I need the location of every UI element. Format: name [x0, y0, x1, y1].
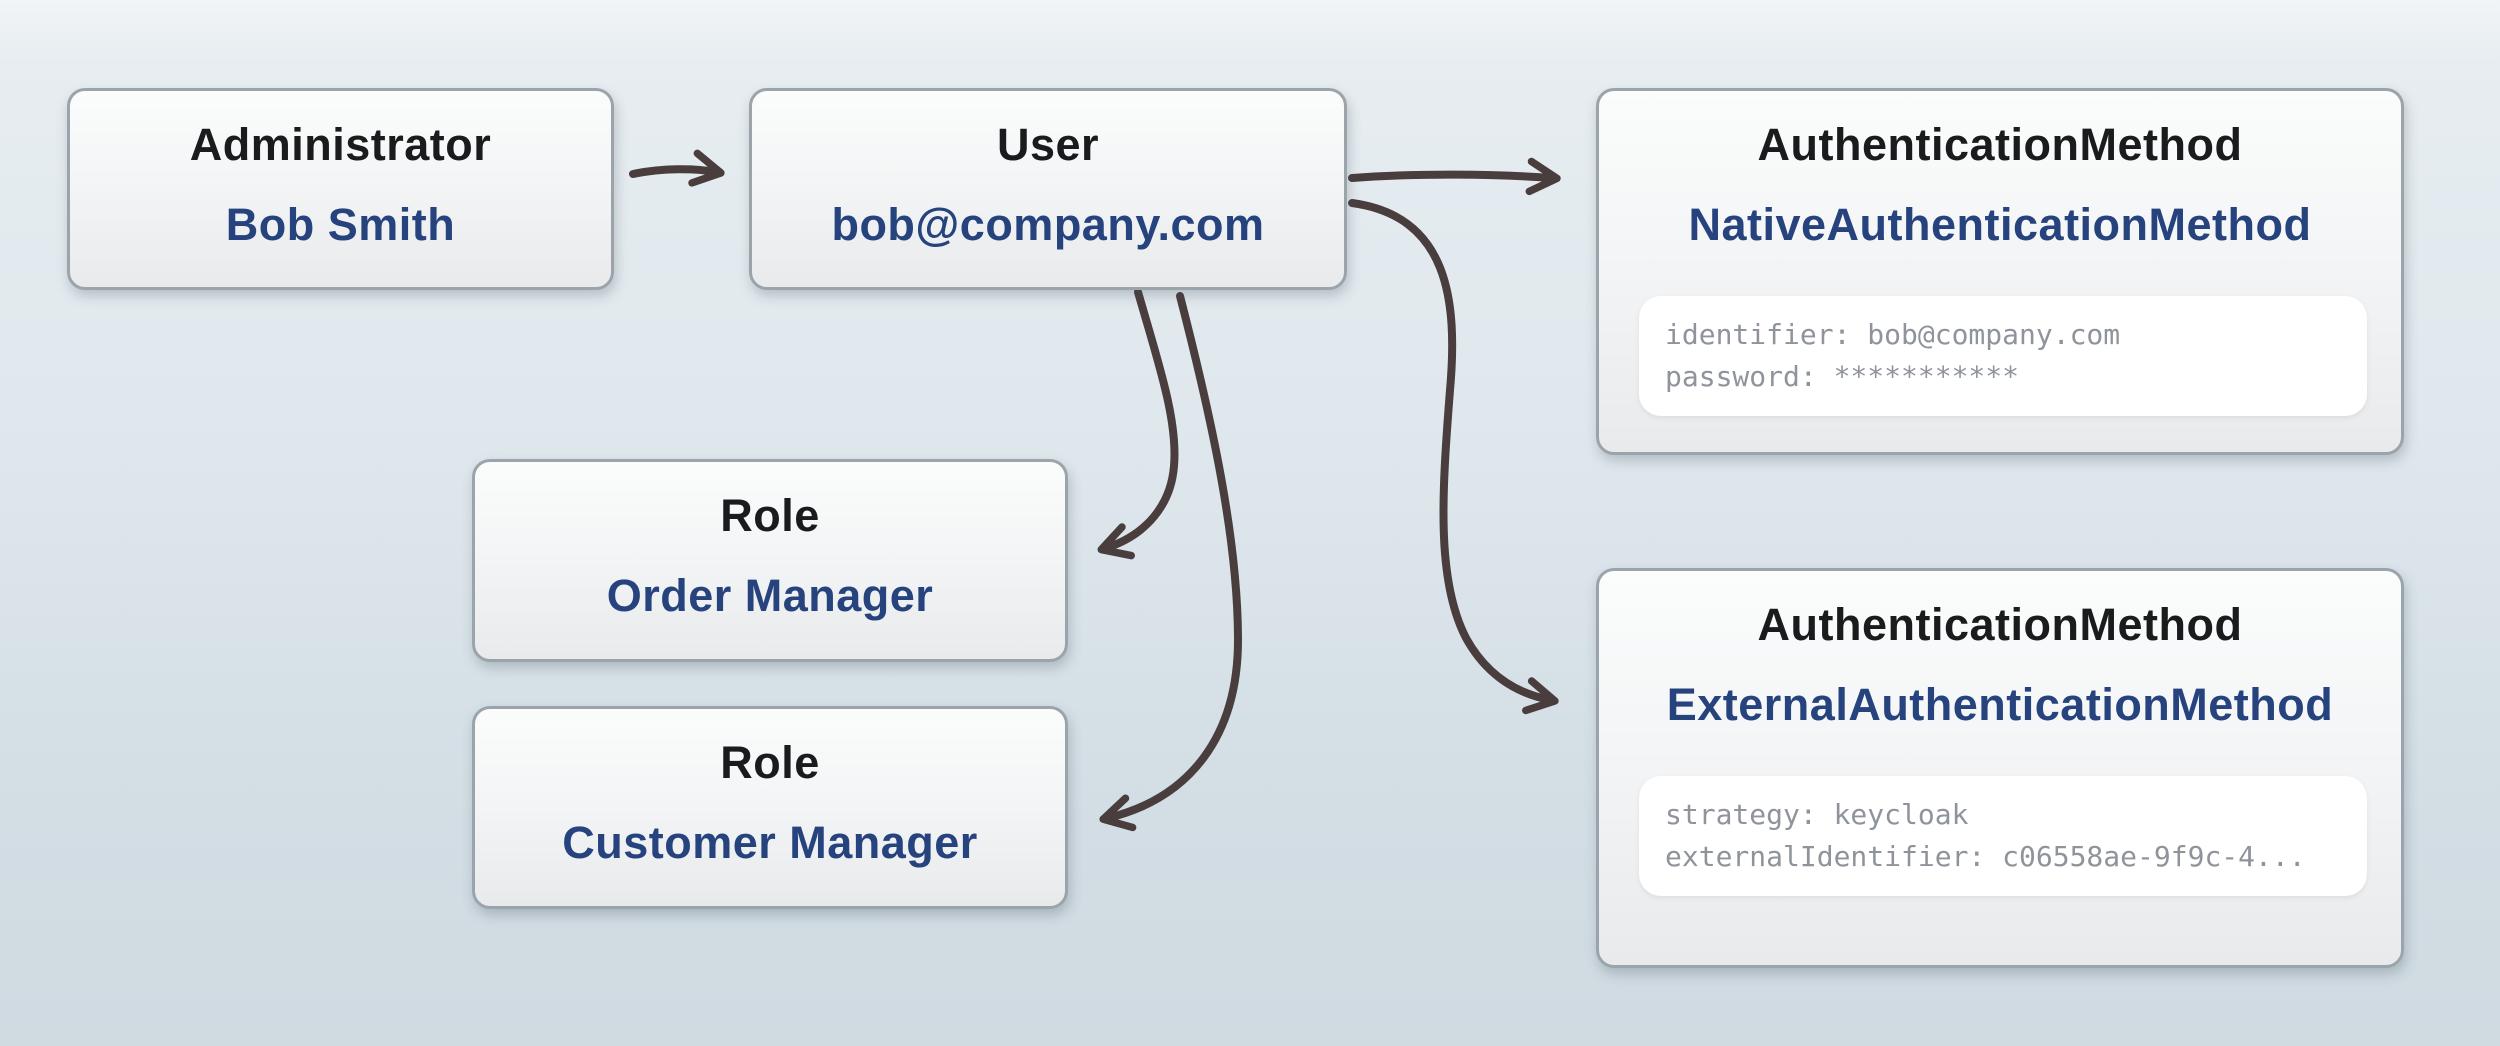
attribute-panel: identifier: bob@company.com password: **…	[1639, 296, 2367, 416]
node-instance-label: Order Manager	[606, 570, 934, 621]
node-instance-label: NativeAuthenticationMethod	[1688, 199, 2312, 250]
attribute-line-identifier: identifier: bob@company.com	[1665, 318, 2121, 351]
node-administrator: Administrator Bob Smith	[67, 88, 614, 290]
attribute-panel: strategy: keycloak externalIdentifier: c…	[1639, 776, 2367, 896]
attribute-line-password: password: ***********	[1665, 360, 2020, 393]
node-type-label: Administrator	[189, 119, 492, 170]
node-type-label: Role	[720, 490, 820, 541]
edge-user-to-native-authentication-method	[1348, 157, 1561, 196]
edge-user-to-external-authentication-method	[1348, 199, 1559, 715]
node-user: User bob@company.com	[749, 88, 1347, 290]
node-instance-label: Bob Smith	[225, 199, 456, 250]
edge-user-to-role-order-manager	[1097, 288, 1179, 560]
node-type-label: Role	[720, 737, 820, 788]
node-type-label: User	[996, 119, 1100, 170]
node-type-label: AuthenticationMethod	[1757, 119, 2243, 170]
node-instance-label: ExternalAuthenticationMethod	[1666, 679, 2334, 730]
node-role-customer-manager: Role Customer Manager	[472, 706, 1068, 909]
node-native-authentication-method: AuthenticationMethod NativeAuthenticatio…	[1596, 88, 2404, 455]
node-external-authentication-method: AuthenticationMethod ExternalAuthenticat…	[1596, 568, 2404, 968]
node-instance-label: Customer Manager	[562, 817, 978, 868]
edge-administrator-to-user	[629, 149, 725, 187]
edge-user-to-role-customer-manager	[1099, 292, 1243, 832]
attribute-line-strategy: strategy: keycloak	[1665, 798, 1969, 831]
attribute-line-external-identifier: externalIdentifier: c06558ae-9f9c-4...	[1665, 840, 2306, 873]
node-instance-label: bob@company.com	[831, 199, 1265, 250]
node-type-label: AuthenticationMethod	[1757, 599, 2243, 650]
node-role-order-manager: Role Order Manager	[472, 459, 1068, 662]
